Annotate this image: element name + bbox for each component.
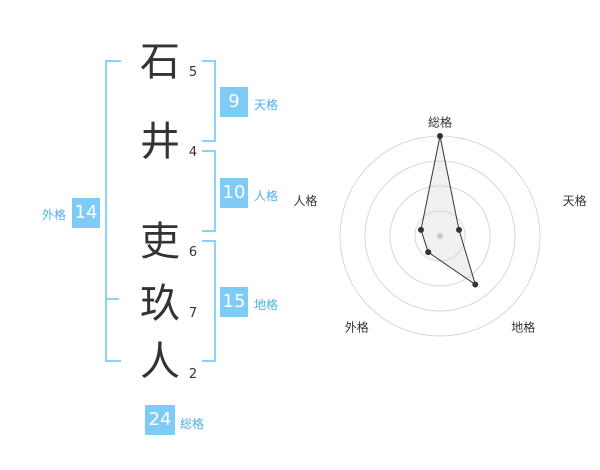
gaikaku-value: 14	[72, 198, 100, 228]
radar-ring	[364, 160, 516, 312]
radar-ring	[389, 185, 491, 287]
soukaku-value: 24	[145, 405, 175, 435]
radar-point	[417, 226, 424, 233]
radar-axis-label: 総格	[428, 115, 452, 130]
radar-ring	[414, 210, 466, 262]
name-char-1: 石	[140, 39, 180, 85]
tenkaku-value: 9	[220, 87, 248, 117]
chikaku-split-line	[105, 298, 119, 300]
chikaku-value: 15	[220, 287, 248, 317]
stroke-count-3: 6	[188, 245, 198, 260]
name-char-3: 吏	[140, 219, 180, 265]
stroke-count-5: 2	[188, 367, 198, 382]
chikaku-label: 地格	[254, 298, 279, 312]
radar-axis-label: 外格	[345, 320, 369, 335]
chikaku-bracket	[202, 240, 216, 362]
name-char-2: 井	[140, 119, 180, 165]
radar-center	[437, 233, 443, 239]
gaikaku-bracket	[105, 60, 121, 362]
tenkaku-bracket	[202, 60, 216, 142]
jinkaku-bracket	[202, 150, 216, 232]
radar-point	[456, 226, 463, 233]
name-char-5: 人	[140, 339, 180, 385]
gaikaku-label: 外格	[42, 208, 67, 222]
stroke-count-4: 7	[188, 306, 198, 321]
radar-point	[472, 281, 479, 288]
radar-point	[437, 133, 443, 139]
jinkaku-label: 人格	[254, 189, 279, 203]
radar-point	[425, 249, 432, 256]
radar-axis-label: 地格	[511, 320, 535, 335]
soukaku-label: 総格	[180, 417, 205, 431]
tenkaku-label: 天格	[254, 98, 279, 112]
radar-axis-label: 天格	[563, 193, 587, 208]
radar-polygon	[420, 135, 477, 286]
radar-axis-label: 人格	[293, 193, 317, 208]
stroke-count-2: 4	[188, 145, 198, 160]
name-char-4: 玖	[140, 281, 180, 327]
jinkaku-value: 10	[220, 178, 248, 208]
stroke-count-1: 5	[188, 65, 198, 80]
